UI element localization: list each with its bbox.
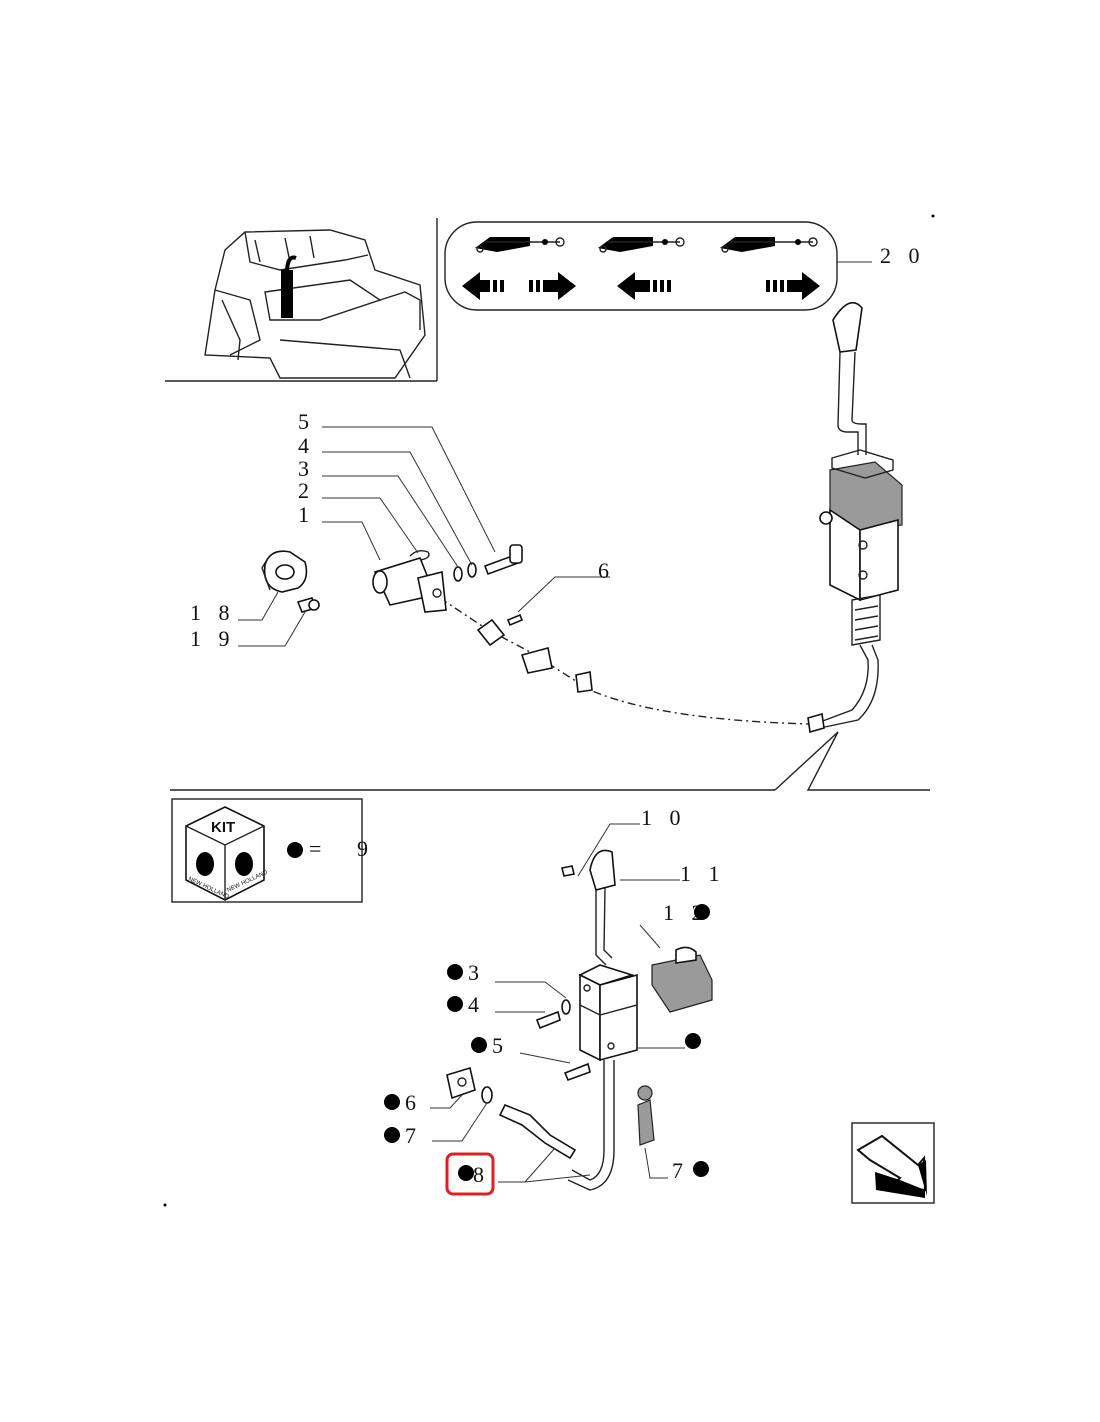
callout-b4: 4 xyxy=(468,992,485,1017)
cable-assembly-top xyxy=(238,426,825,734)
callout-6: 6 xyxy=(598,558,615,583)
lever-assembly-bottom xyxy=(430,823,713,1191)
callout-5: 5 xyxy=(298,409,315,434)
bottom-callouts: 1 0 1 1 1 2 3 4 5 6 7 8 7 xyxy=(384,805,726,1187)
cab-inset-icon xyxy=(165,218,438,382)
section-divider xyxy=(163,214,935,1207)
callout-b17: 7 xyxy=(672,1158,689,1183)
callout-b7: 7 xyxy=(405,1123,422,1148)
callout-20: 2 0 xyxy=(880,243,926,268)
callout-10: 1 0 xyxy=(641,805,687,830)
callout-b5: 5 xyxy=(492,1033,509,1058)
callout-1: 1 xyxy=(298,502,315,527)
callout-3: 3 xyxy=(298,456,315,481)
callout-b3: 3 xyxy=(468,960,485,985)
callout-19: 1 9 xyxy=(190,626,236,651)
kit-ref-number: 9 xyxy=(357,836,374,861)
direction-arrows-icon xyxy=(444,221,872,311)
next-page-arrow-icon[interactable] xyxy=(851,1122,935,1204)
highlight-box xyxy=(445,1152,495,1196)
kit-badge-text: KIT xyxy=(211,819,235,836)
callout-b6: 6 xyxy=(405,1090,422,1115)
callout-b8: 8 xyxy=(473,1162,490,1187)
callout-18: 1 8 xyxy=(190,600,236,625)
kit-equals: = xyxy=(309,836,327,861)
kit-legend: KIT NEW HOLLAND NEW HOLLAND = 9 xyxy=(171,798,374,903)
top-callouts: 5 4 3 2 1 6 1 8 1 9 2 0 xyxy=(190,243,926,651)
callout-4: 4 xyxy=(298,433,315,458)
kit-bullet xyxy=(287,842,303,858)
kit-cube-icon: KIT NEW HOLLAND NEW HOLLAND xyxy=(185,806,269,901)
lever-assembly-top xyxy=(819,301,903,729)
callout-2: 2 xyxy=(298,478,315,503)
callout-11: 1 1 xyxy=(680,861,726,886)
